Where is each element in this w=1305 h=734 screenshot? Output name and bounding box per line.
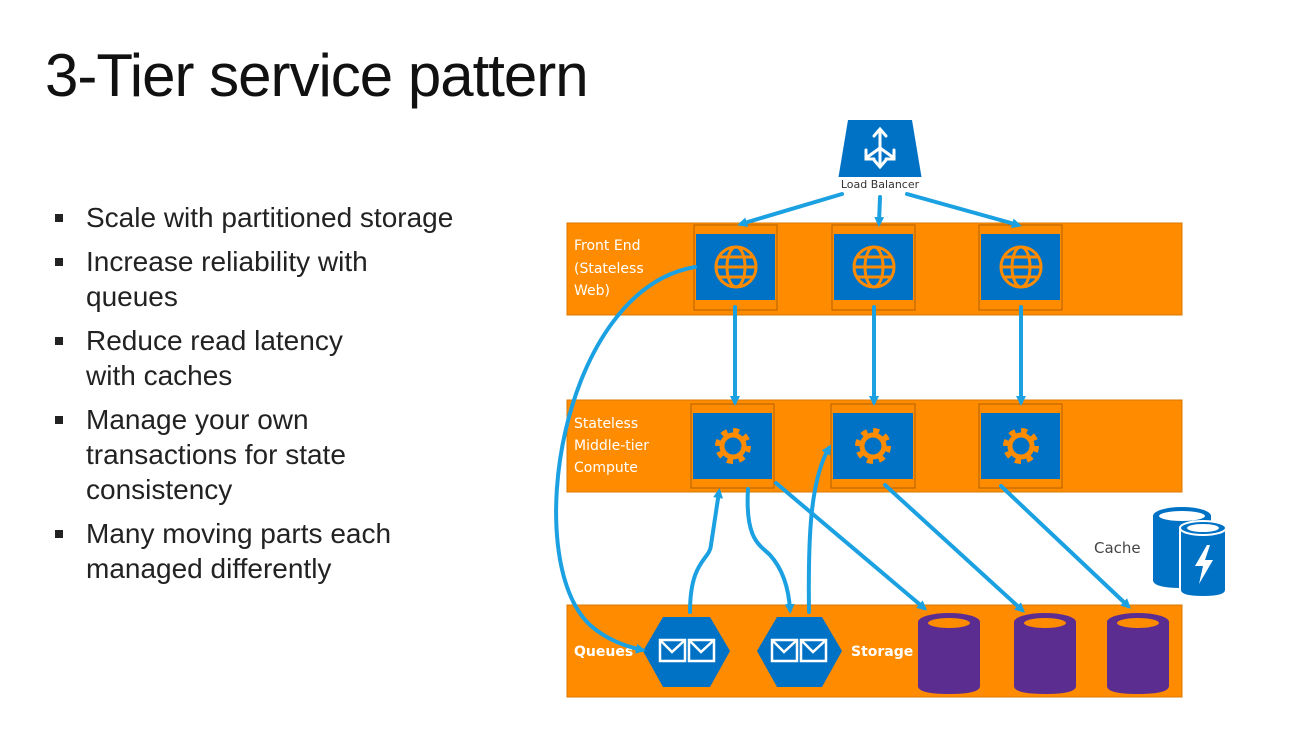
queues-label: Queues xyxy=(574,644,633,660)
worker-role-icon xyxy=(978,403,1063,489)
bullet-item: Reduce read latency with caches xyxy=(52,323,396,393)
bullet-list: Scale with partitioned storage Increase … xyxy=(52,200,522,595)
bullet-item: Scale with partitioned storage xyxy=(52,200,522,235)
middle-tier-label: Compute xyxy=(574,460,638,476)
worker-role-icon xyxy=(690,403,775,489)
web-role-icon xyxy=(693,224,778,311)
flow-arrows xyxy=(554,192,1131,654)
load-balancer-icon xyxy=(836,120,924,191)
bullet-item: Manage your own transactions for state c… xyxy=(52,402,406,507)
middle-tier-label: Middle-tier xyxy=(574,438,649,454)
front-end-label: (Stateless xyxy=(574,261,644,277)
slide-title: 3-Tier service pattern xyxy=(45,42,589,109)
arrow-mid-to-storage-3 xyxy=(999,484,1131,609)
storage-database-icon xyxy=(918,613,980,694)
arrow-mid-to-storage-2 xyxy=(883,483,1025,613)
arrow-lb-to-web-2 xyxy=(874,195,885,227)
arrow-queue-to-mid xyxy=(688,488,724,614)
web-role-icon xyxy=(978,224,1063,311)
bullet-item: Increase reliability with queues xyxy=(52,244,426,314)
middle-tier-label: Stateless xyxy=(574,416,638,432)
bullet-item: Many moving parts each managed different… xyxy=(52,516,446,586)
front-end-label: Front End xyxy=(574,238,640,254)
queue-icon xyxy=(643,617,730,687)
arrow-web-to-queue xyxy=(554,265,697,654)
web-role-icon xyxy=(831,224,916,311)
storage-database-icon xyxy=(1107,613,1169,694)
storage-label: Storage xyxy=(851,644,913,660)
front-end-label: Web) xyxy=(574,283,610,299)
arrow-mid-to-storage-1 xyxy=(774,481,928,611)
arrow-lb-to-web-3 xyxy=(905,192,1022,229)
worker-role-icon xyxy=(830,403,916,489)
arrow-lb-to-web-1 xyxy=(737,192,844,228)
cache-label: Cache xyxy=(1094,539,1141,557)
storage-database-icon xyxy=(1014,613,1076,694)
queue-icon xyxy=(757,617,842,687)
arrow-mid-to-queue xyxy=(745,487,795,614)
load-balancer-label: Load Balancer xyxy=(841,178,920,191)
cache-icon xyxy=(1153,507,1227,599)
